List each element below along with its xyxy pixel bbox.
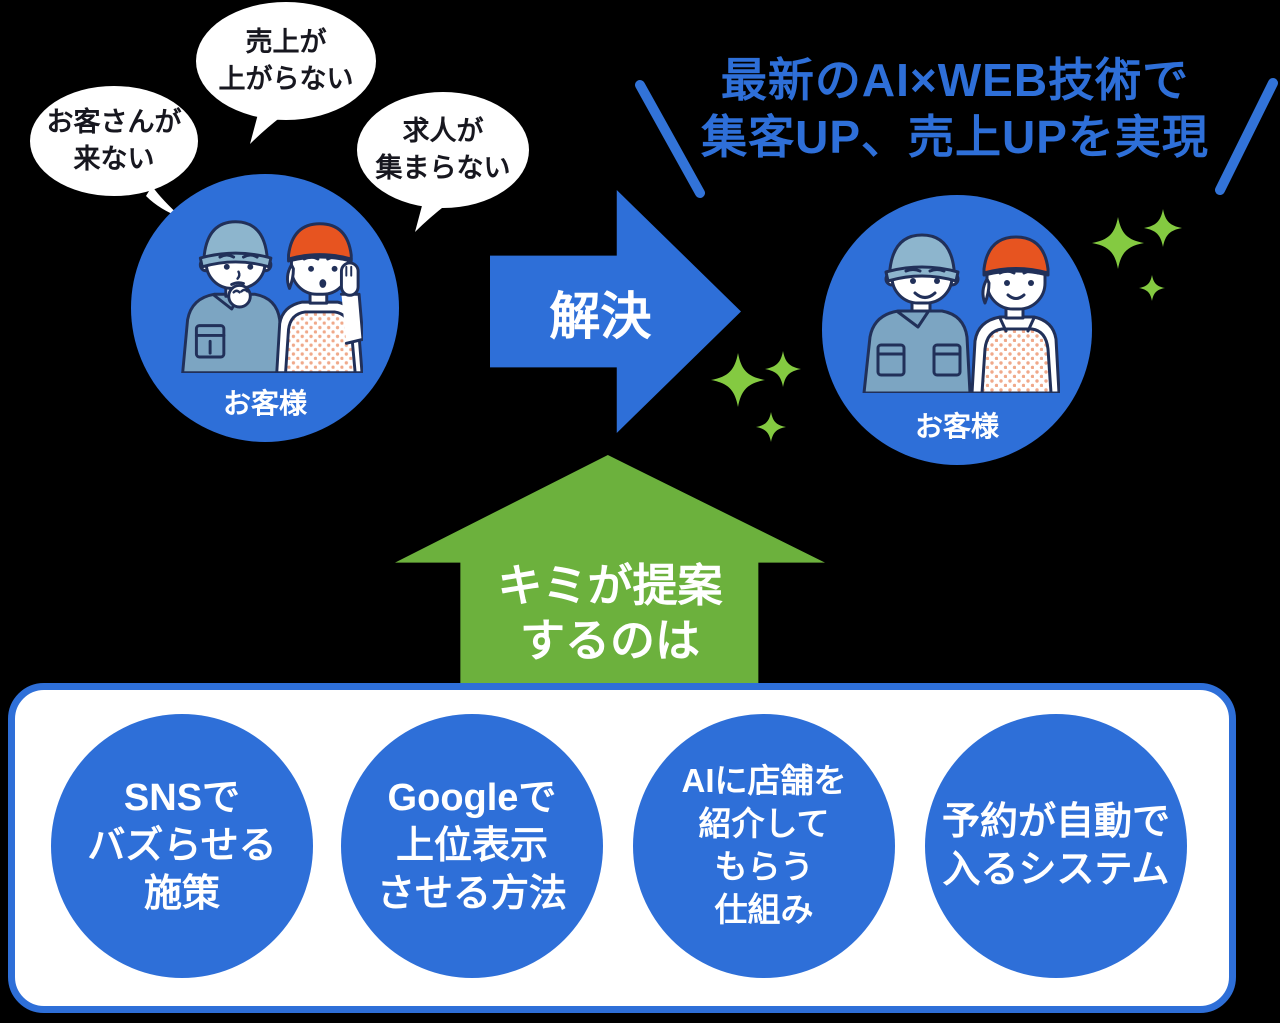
sparkle-icon <box>765 351 801 387</box>
sparkle-icon <box>1139 275 1165 301</box>
speech-bubble-no-sales: 売上が 上がらない <box>196 2 376 144</box>
speech-bubble-no-recruits: 求人が 集まらない <box>357 92 529 232</box>
solution-google-circle: Googleで 上位表示 させる方法 <box>341 714 603 978</box>
proposal-arrow-text: キミが提案 するのは <box>497 560 723 666</box>
solve-arrow-label: 解決 <box>549 287 652 345</box>
headline-line-1: 最新のAI×WEB技術で <box>720 54 1190 106</box>
sparkle-icon <box>711 353 765 407</box>
solution-booking-circle: 予約が自動で 入るシステム <box>925 714 1187 978</box>
speech-bubble-text: お客さんが 来ない <box>46 106 182 174</box>
speech-bubble-no-customers: お客さんが 来ない <box>30 86 198 218</box>
speech-bubble-text: 求人が 集まらない <box>375 115 511 183</box>
customer-label: お客様 <box>222 388 307 419</box>
sparkle-icon <box>1092 217 1144 269</box>
happy-couple-illustration <box>862 233 1060 393</box>
headline-line-2: 集客UP、売上UPを実現 <box>701 111 1209 164</box>
solution-text: 予約が自動で 入るシステム <box>941 800 1170 891</box>
headline: 最新のAI×WEB技術で 集客UP、売上UPを実現 <box>685 52 1225 166</box>
sparkle-cluster-icon <box>1092 209 1182 301</box>
solution-text: AIに店舗を 紹介して もらう 仕組み <box>681 762 847 928</box>
solution-text: SNSで バズらせる 施策 <box>87 776 277 916</box>
proposal-arrow: キミが提案 するのは <box>395 455 825 684</box>
solve-arrow: 解決 <box>490 190 741 433</box>
customers-before-circle: お客様 <box>131 174 399 442</box>
customer-label: お客様 <box>914 411 999 442</box>
solution-text: Googleで 上位表示 させる方法 <box>376 776 567 916</box>
sparkle-icon <box>756 412 786 442</box>
sparkle-cluster-icon <box>711 351 801 442</box>
speech-bubble-tail <box>415 202 447 232</box>
worried-couple-illustration <box>181 220 363 373</box>
solution-ai-circle: AIに店舗を 紹介して もらう 仕組み <box>633 714 895 978</box>
speech-bubble-text: 売上が 上がらない <box>218 26 354 94</box>
solution-sns-circle: SNSで バズらせる 施策 <box>51 714 313 978</box>
customers-after-circle: お客様 <box>822 195 1092 465</box>
slash-right-icon <box>1215 78 1278 195</box>
sparkle-icon <box>1144 209 1182 247</box>
speech-bubble-tail <box>250 114 282 144</box>
